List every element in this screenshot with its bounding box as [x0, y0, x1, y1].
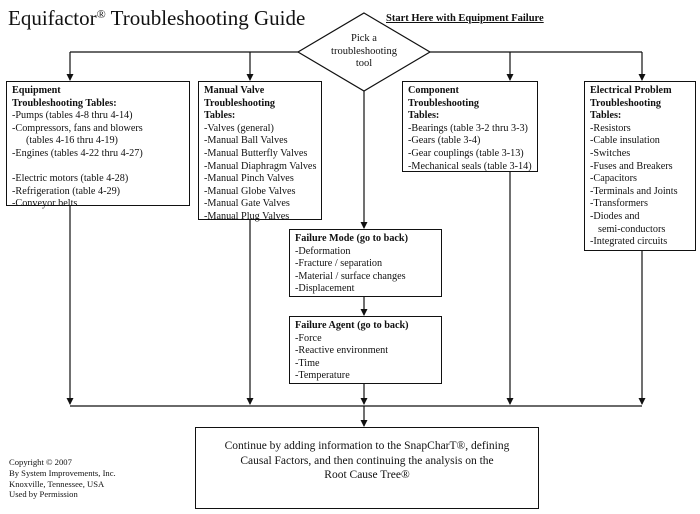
- copyright-notice: Copyright © 2007 By System Improvements,…: [9, 457, 116, 500]
- list-item: -Temperature: [295, 370, 350, 382]
- list-item: -Capacitors: [590, 173, 637, 185]
- electrical-tables-box: Electrical Problem Troubleshooting Table…: [584, 81, 696, 251]
- continue-analysis-box: Continue by adding information to the Sn…: [195, 427, 539, 509]
- list-item: -Material / surface changes: [295, 270, 406, 282]
- list-item: -Gear couplings (table 3-13): [408, 147, 524, 159]
- list-item: -Manual Diaphragm Valves: [204, 160, 317, 172]
- manual-valve-tables-box: Manual Valve Troubleshooting Tables: -Va…: [198, 81, 322, 222]
- failure-mode-box: Failure Mode (go to back) -Deformation -…: [289, 229, 442, 297]
- list-item: -Manual Butterfly Valves: [204, 147, 308, 159]
- list-item: -Compressors, fans and blowers: [12, 122, 143, 134]
- list-item: -Electric motors (table 4-28): [12, 173, 129, 185]
- list-item: -Time: [295, 357, 320, 369]
- start-here-label: Start Here with Equipment Failure: [386, 13, 544, 24]
- list-item: -Transformers: [590, 198, 648, 210]
- list-item: -Resistors: [590, 122, 631, 134]
- equipment-tables-box: Equipment Troubleshooting Tables: -Pumps…: [6, 81, 190, 209]
- list-item: -Mechanical seals (table 3-14): [408, 160, 532, 172]
- component-tables-box: Component Troubleshooting Tables: -Beari…: [402, 81, 538, 172]
- list-item: -Diodes and: [590, 210, 640, 222]
- list-item: -Pumps (tables 4-8 thru 4-14): [12, 110, 133, 122]
- list-item: -Fuses and Breakers: [590, 160, 673, 172]
- list-item: -Manual Pinch Valves: [204, 173, 294, 185]
- list-item: -Terminals and Joints: [590, 185, 678, 197]
- list-item: (tables 4-16 thru 4-19): [26, 135, 118, 147]
- list-item: semi-conductors: [598, 223, 666, 235]
- list-item: -Cable insulation: [590, 135, 660, 147]
- page-title: Equifactor® Troubleshooting Guide: [8, 6, 306, 30]
- list-item: -Integrated circuits: [590, 236, 668, 248]
- list-item: -Manual Plug Valves: [204, 210, 290, 222]
- list-item: -Fracture / separation: [295, 258, 383, 270]
- list-item: -Reactive environment: [295, 345, 389, 357]
- list-item: -Engines (tables 4-22 thru 4-27): [12, 147, 143, 159]
- list-item: -Conveyor belts: [12, 198, 78, 210]
- list-item: -Manual Gate Valves: [204, 198, 290, 210]
- list-item: -Bearings (table 3-2 thru 3-3): [408, 122, 528, 134]
- list-item: -Valves (general): [204, 122, 274, 134]
- list-item: -Manual Ball Valves: [204, 135, 288, 147]
- list-item: -Force: [295, 332, 322, 344]
- decision-diamond: Pick a troubleshooting tool: [331, 33, 397, 70]
- list-item: -Displacement: [295, 283, 355, 295]
- failure-agent-box: Failure Agent (go to back) -Force -React…: [289, 316, 442, 384]
- list-item: -Manual Globe Valves: [204, 185, 296, 197]
- list-item: -Deformation: [295, 245, 351, 257]
- list-item: -Refrigeration (table 4-29): [12, 185, 121, 197]
- list-item: -Gears (table 3-4): [408, 135, 481, 147]
- list-item: -Switches: [590, 147, 631, 159]
